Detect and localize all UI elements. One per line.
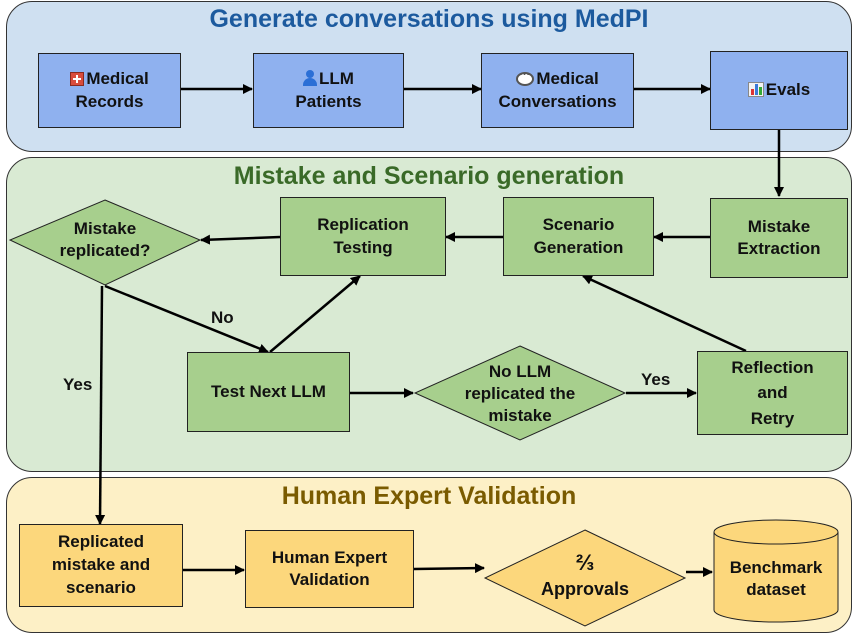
no-llm-replicated-label: No LLM replicated the mistake bbox=[440, 355, 600, 433]
evals-node: Evals bbox=[710, 51, 848, 130]
benchmark-dataset-line2: dataset bbox=[746, 580, 806, 599]
generate-section-title: Generate conversations using MedPI bbox=[209, 5, 649, 33]
mistake-section-title: Mistake and Scenario generation bbox=[233, 162, 625, 190]
edge-decision-yes bbox=[95, 285, 106, 525]
edge-replication-decision bbox=[200, 234, 281, 245]
no-llm-line3: mistake bbox=[488, 406, 552, 426]
human-expert-validation-node: Human Expert Validation bbox=[245, 530, 414, 608]
scenario-generation-line1: Scenario bbox=[542, 215, 615, 235]
scenario-generation-line2: Generation bbox=[533, 237, 624, 257]
replication-testing-line2: Testing bbox=[333, 237, 393, 257]
replication-testing-line1: Replication bbox=[317, 215, 409, 235]
medical-records-line1: Medical bbox=[86, 69, 149, 89]
hospital-icon bbox=[70, 72, 85, 87]
replicated-mistake-line3: scenario bbox=[66, 577, 136, 597]
medical-conversations-line2: Conversations bbox=[498, 91, 617, 111]
scenario-generation-node: Scenario Generation bbox=[503, 197, 654, 276]
test-next-llm-label: Test Next LLM bbox=[211, 381, 326, 401]
replication-testing-node: Replication Testing bbox=[280, 197, 446, 276]
edge-nextllm-replication bbox=[269, 275, 361, 353]
approvals-fraction: ⅔ bbox=[575, 550, 595, 575]
edge-label-no: No bbox=[211, 308, 234, 327]
medical-records-line2: Records bbox=[75, 91, 144, 111]
llm-patients-line2: Patients bbox=[295, 91, 362, 111]
speech-bubble-icon bbox=[516, 68, 535, 87]
benchmark-dataset-line1: Benchmark bbox=[729, 557, 823, 577]
reflection-retry-line1: Reflection bbox=[731, 357, 814, 377]
human-expert-validation-line2: Validation bbox=[289, 570, 370, 589]
edge-decision-no bbox=[104, 284, 269, 354]
mistake-replicated-label: Mistake replicated? bbox=[40, 212, 170, 268]
medical-conversations-node: Medical Conversations bbox=[481, 53, 634, 128]
decision-diamond-mistake-replicated bbox=[8, 199, 202, 286]
decision-diamond-no-llm bbox=[413, 345, 627, 441]
database-cylinder bbox=[713, 519, 839, 623]
mistake-replicated-line1: Mistake bbox=[73, 218, 137, 238]
test-next-llm-node: Test Next LLM bbox=[187, 352, 350, 432]
human-section-title: Human Expert Validation bbox=[281, 482, 577, 510]
bar-chart-icon bbox=[747, 82, 764, 98]
llm-patients-line1: LLM bbox=[319, 69, 354, 89]
mistake-extraction-line2: Extraction bbox=[737, 239, 821, 258]
reflection-retry-line3: Retry bbox=[750, 408, 795, 428]
edge-reflection-scenario bbox=[582, 274, 747, 353]
benchmark-dataset-label: Benchmark dataset bbox=[714, 550, 838, 608]
edge-validation-approvals bbox=[413, 563, 485, 574]
mistake-replicated-line2: replicated? bbox=[59, 241, 151, 260]
replicated-mistake-line2: mistake and bbox=[51, 555, 151, 575]
approvals-label: ⅔ Approvals bbox=[515, 540, 655, 610]
person-icon bbox=[303, 70, 318, 87]
human-expert-validation-line1: Human Expert bbox=[271, 547, 388, 567]
replicated-mistake-line1: Replicated bbox=[58, 532, 144, 552]
replicated-mistake-node: Replicated mistake and scenario bbox=[19, 524, 183, 607]
evals-label: Evals bbox=[765, 80, 811, 100]
medical-conversations-line1: Medical bbox=[536, 69, 599, 89]
reflection-retry-node: Reflection and Retry bbox=[697, 351, 848, 435]
mistake-extraction-line1: Mistake bbox=[747, 216, 811, 236]
llm-patients-node: LLM Patients bbox=[253, 53, 404, 128]
no-llm-line1: No LLM bbox=[488, 361, 552, 381]
no-llm-line2: replicated the bbox=[464, 383, 576, 403]
medical-records-node: Medical Records bbox=[38, 53, 181, 128]
mistake-extraction-node: Mistake Extraction bbox=[710, 198, 848, 278]
decision-diamond-approvals bbox=[483, 529, 687, 627]
edge-label-yes-right: Yes bbox=[641, 370, 671, 389]
approvals-line2: Approvals bbox=[540, 578, 630, 599]
edge-label-yes-left: Yes bbox=[63, 375, 93, 394]
reflection-retry-line2: and bbox=[757, 383, 788, 403]
